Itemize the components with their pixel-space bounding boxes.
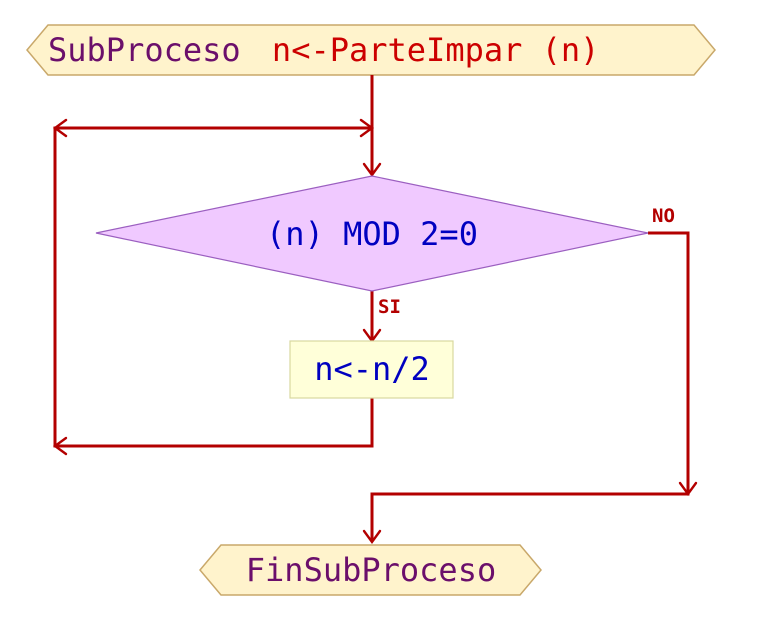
- arrowhead-loop-left-top: [52, 118, 68, 138]
- arrowhead-loop-top: [359, 118, 375, 138]
- process-assignment: n<-n/2: [314, 350, 430, 388]
- start-terminal[interactable]: SubProceso n<-ParteImpar (n): [26, 24, 716, 76]
- finsubproceso-keyword: FinSubProceso: [246, 551, 496, 589]
- no-label: NO: [652, 205, 675, 227]
- connectors: [52, 75, 698, 545]
- yes-label: SI: [378, 296, 401, 318]
- process-shape: [289, 340, 454, 399]
- arrowhead-no-branch: [678, 481, 698, 497]
- decision-node[interactable]: (n) MOD 2=0: [95, 175, 649, 292]
- arrowhead-into-end: [362, 529, 382, 545]
- svg-text:SubProceso n<-ParteImpar: SubProceso n<-ParteImpar (n): [48, 31, 599, 69]
- arrowhead-loop-left-bottom: [52, 436, 68, 456]
- start-terminal-shape: [26, 24, 716, 76]
- end-terminal[interactable]: FinSubProceso: [199, 544, 542, 596]
- decision-condition: (n) MOD 2=0: [266, 215, 478, 253]
- end-terminal-shape: [199, 544, 542, 596]
- decision-shape: [95, 175, 649, 292]
- arrowhead-into-decision: [362, 162, 382, 178]
- subproceso-signature: n<-ParteImpar (n): [272, 31, 600, 69]
- process-node[interactable]: n<-n/2: [289, 340, 454, 399]
- subproceso-keyword: SubProceso: [48, 31, 241, 69]
